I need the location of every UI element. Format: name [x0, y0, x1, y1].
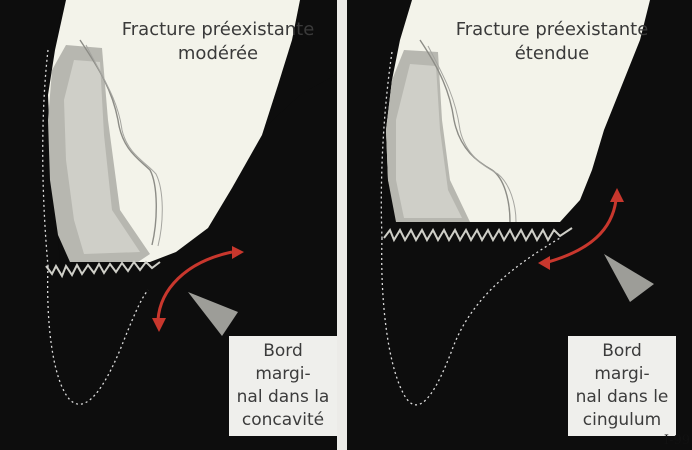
right-caption-line2: nal dans le: [572, 386, 672, 409]
left-caption: Bord margi- nal dans la concavité: [229, 336, 337, 436]
figure-id: I-99: [664, 433, 690, 448]
right-title: Fracture préexistante étendue: [442, 18, 662, 66]
right-caption-line1: Bord margi-: [572, 340, 672, 386]
left-caption-line1: Bord margi-: [233, 340, 333, 386]
left-caption-line3: concavité: [233, 409, 333, 432]
right-title-line2: étendue: [442, 42, 662, 66]
right-caption-line3: cingulum: [572, 409, 672, 432]
left-caption-line2: nal dans la: [233, 386, 333, 409]
right-caption: Bord margi- nal dans le cingulum: [568, 336, 676, 436]
left-title: Fracture préexistante modérée: [108, 18, 328, 66]
right-title-line1: Fracture préexistante: [442, 18, 662, 42]
left-title-line2: modérée: [108, 42, 328, 66]
left-title-line1: Fracture préexistante: [108, 18, 328, 42]
panel-divider: [337, 0, 347, 450]
